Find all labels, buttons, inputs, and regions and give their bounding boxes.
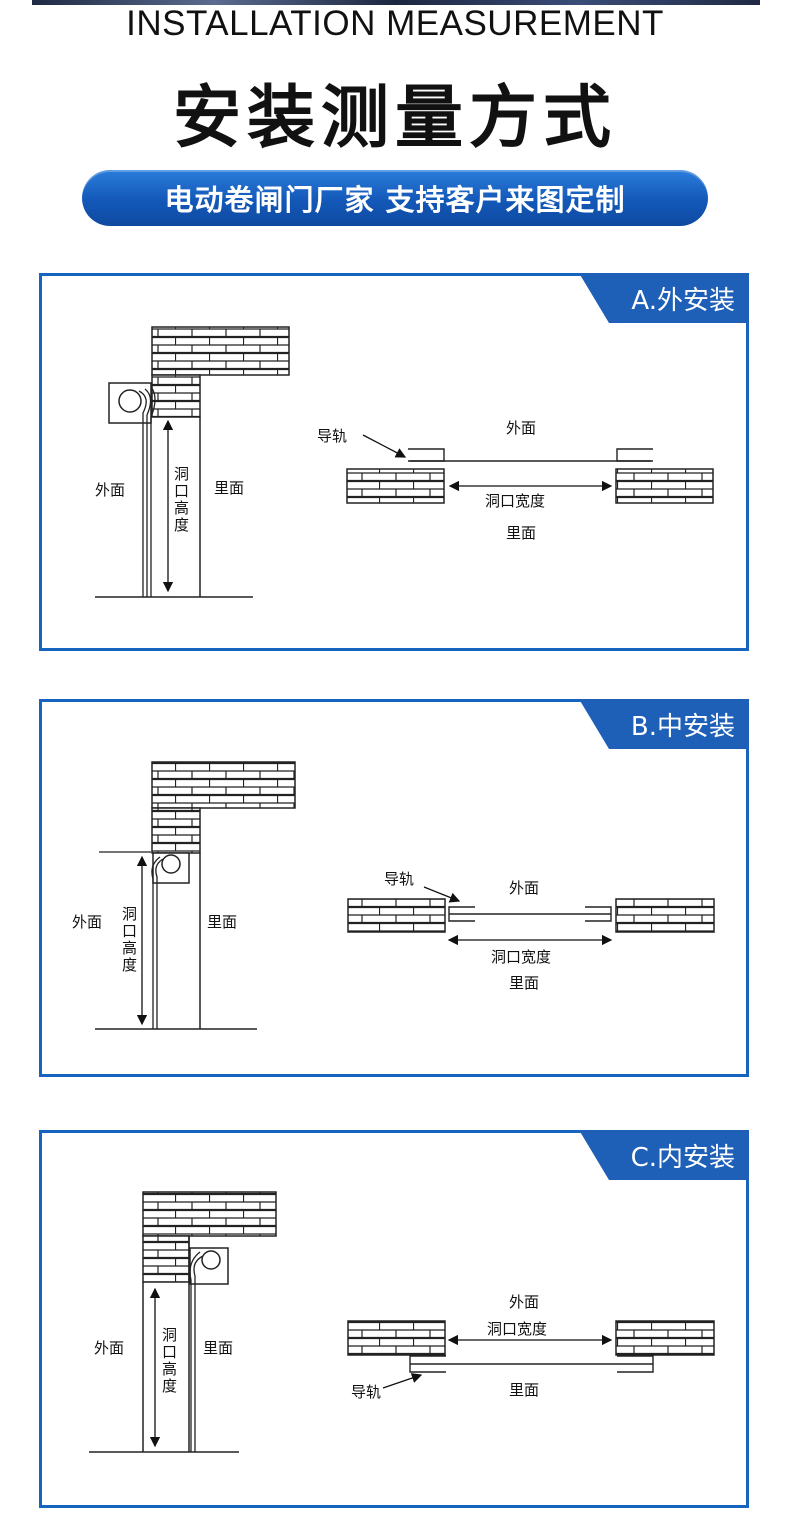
svg-text:度: 度 <box>174 516 189 534</box>
label-outside: 外面 <box>72 913 102 931</box>
wall-lintel <box>151 761 296 809</box>
plan-wall-right <box>615 1320 715 1356</box>
label-width: 洞口宽度 <box>487 1320 547 1338</box>
plan-view: 导轨 外面 洞口宽度 里面 <box>347 1293 715 1401</box>
side-view: 外面 里面 洞 口 高 度 <box>72 761 296 1030</box>
diagram-a: 外面 里面 洞 口 高 度 导轨 外面 洞口宽度 里面 <box>95 326 714 598</box>
wall-column <box>151 807 201 854</box>
side-view: 外面 里面 洞 口 高 度 <box>89 1191 277 1453</box>
plan-wall-right <box>615 898 715 933</box>
panel-tag: A.外安装 <box>579 273 749 323</box>
label-plan-inside: 里面 <box>509 1381 539 1399</box>
plan-wall-right <box>615 468 714 504</box>
diagram-c: 外面 里面 洞 口 高 度 导轨 外面 洞口宽度 里面 <box>89 1191 715 1453</box>
label-rail: 导轨 <box>317 427 347 445</box>
wall-lintel <box>151 326 290 376</box>
label-rail: 导轨 <box>351 1383 381 1401</box>
panel-frame <box>39 699 749 1077</box>
banner-pill: 电动卷闸门厂家 支持客户来图定制 <box>82 170 708 226</box>
panel-middle-install: B.中安装 外面 里面 洞 口 高 度 <box>39 696 749 1077</box>
wall-lintel <box>142 1191 277 1237</box>
panel-tag: B.中安装 <box>579 699 749 749</box>
label-plan-inside: 里面 <box>509 974 539 992</box>
panel-tag: C.内安装 <box>579 1130 749 1180</box>
label-inside: 里面 <box>207 913 237 931</box>
label-width: 洞口宽度 <box>485 492 545 510</box>
label-rail: 导轨 <box>384 870 414 888</box>
page-title-cn: 安装测量方式 <box>172 79 617 158</box>
label-plan-outside: 外面 <box>509 879 539 897</box>
label-inside: 里面 <box>203 1339 233 1357</box>
page-title-en: INSTALLATION MEASUREMENT <box>126 4 664 43</box>
svg-text:口: 口 <box>122 922 137 940</box>
svg-text:洞: 洞 <box>162 1326 177 1344</box>
panel-inside-install: C.内安装 外面 里面 洞 口 高 度 <box>39 1127 749 1508</box>
label-inside: 里面 <box>214 479 244 497</box>
side-view: 外面 里面 洞 口 高 度 <box>95 326 290 598</box>
svg-text:高: 高 <box>122 939 137 957</box>
rail-right <box>616 448 653 462</box>
svg-text:度: 度 <box>162 1377 177 1395</box>
panel-frame <box>39 273 749 651</box>
svg-text:洞: 洞 <box>122 905 137 923</box>
label-plan-outside: 外面 <box>509 1293 539 1311</box>
plan-view: 导轨 外面 洞口宽度 里面 <box>347 870 715 992</box>
label-plan-inside: 里面 <box>506 524 536 542</box>
svg-text:口: 口 <box>174 482 189 500</box>
svg-text:高: 高 <box>162 1360 177 1378</box>
roller-drum <box>161 854 181 874</box>
rail-left <box>408 448 445 462</box>
svg-text:洞: 洞 <box>174 465 189 483</box>
svg-text:口: 口 <box>162 1343 177 1361</box>
label-outside: 外面 <box>95 481 125 499</box>
svg-text:高: 高 <box>174 499 189 517</box>
plan-wall-left <box>347 1320 446 1356</box>
diagram-b: 外面 里面 洞 口 高 度 导轨 外面 洞口宽度 里面 <box>72 761 715 1030</box>
panel-outside-install: A.外安装 外面 里面 洞 口 高 <box>39 270 749 651</box>
plan-view: 导轨 外面 洞口宽度 里面 <box>317 419 714 542</box>
label-plan-outside: 外面 <box>506 419 536 437</box>
panel-frame <box>39 1130 749 1508</box>
svg-text:度: 度 <box>122 956 137 974</box>
roller-drum <box>201 1250 221 1270</box>
plan-wall-left <box>347 898 446 933</box>
wall-column <box>151 374 201 418</box>
label-width: 洞口宽度 <box>491 948 551 966</box>
wall-column <box>142 1235 190 1283</box>
plan-wall-left <box>346 468 445 504</box>
top-photo-strip <box>32 0 760 5</box>
roller-drum <box>118 389 142 413</box>
label-outside: 外面 <box>94 1339 124 1357</box>
